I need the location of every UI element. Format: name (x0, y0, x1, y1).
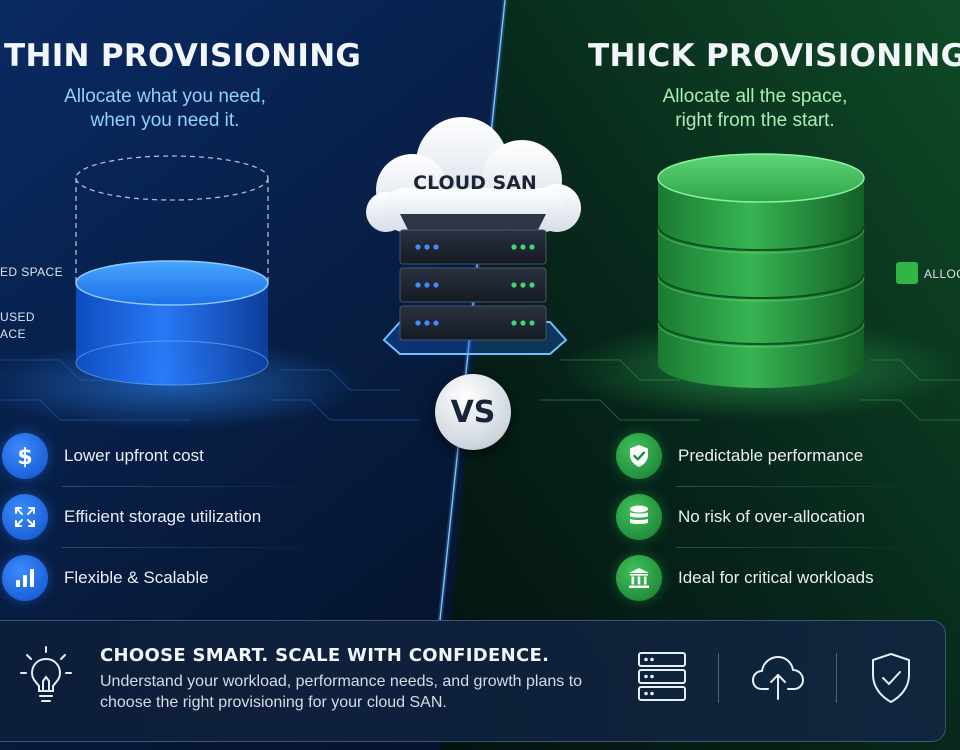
thick-storage-cylinder (657, 153, 865, 388)
thick-feature-list: Predictable performance No risk of over-… (616, 432, 936, 602)
thick-subtitle-line2: right from the start. (675, 110, 835, 131)
vs-badge: VS (435, 374, 511, 450)
cloud-upload-icon (752, 656, 804, 700)
thin-legend-used-line1: USED (0, 310, 35, 324)
thin-subtitle-line1: Allocate what you need, (64, 86, 266, 107)
svg-text:$: $ (17, 445, 32, 468)
divider (718, 653, 719, 703)
divider (676, 547, 936, 548)
bar-chart-icon (2, 555, 48, 601)
shield-check-icon (872, 653, 910, 703)
shield-check-icon (616, 433, 662, 479)
thin-feature-3-label: Flexible & Scalable (64, 568, 209, 587)
thick-subtitle: Allocate all the space, right from the s… (630, 85, 880, 133)
bottom-banner: CHOOSE SMART. SCALE WITH CONFIDENCE. Und… (0, 620, 946, 742)
thick-subtitle-line1: Allocate all the space, (662, 86, 848, 107)
thin-subtitle: Allocate what you need, when you need it… (40, 85, 290, 133)
thin-subtitle-line2: when you need it. (90, 110, 240, 131)
thick-feature-3: Ideal for critical workloads (616, 554, 936, 602)
thin-used-volume (75, 260, 269, 386)
thin-legend-allocated: ED SPACE (0, 265, 63, 279)
thin-legend-used-line2: ACE (0, 327, 26, 341)
thin-legend-used: USED ACE (0, 309, 35, 343)
thin-feature-1-label: Lower upfront cost (64, 446, 204, 465)
thick-allocated-volume (657, 153, 865, 388)
divider (62, 547, 332, 548)
thin-storage-cylinder (75, 155, 269, 386)
thick-feature-2: No risk of over-allocation (616, 493, 936, 541)
thin-feature-3: Flexible & Scalable (2, 554, 332, 602)
bank-icon (616, 555, 662, 601)
banner-title: CHOOSE SMART. SCALE WITH CONFIDENCE. (100, 645, 550, 666)
dollar-icon: $ (2, 433, 48, 479)
divider (836, 653, 837, 703)
thin-feature-list: $ Lower upfront cost Efficient storage u… (2, 432, 332, 602)
cloud-san-label: CLOUD SAN (413, 172, 537, 194)
thick-legend-allocated: ALLOC (924, 267, 960, 281)
cloud-san-illustration (366, 117, 581, 355)
lightbulb-icon (20, 646, 72, 702)
thick-feature-2-label: No risk of over-allocation (678, 507, 866, 526)
banner-body: Understand your workload, performance ne… (100, 673, 583, 711)
database-icon (616, 494, 662, 540)
thick-feature-1-label: Predictable performance (678, 446, 864, 465)
thick-title: THICK PROVISIONING (588, 38, 960, 74)
thick-feature-3-label: Ideal for critical workloads (678, 568, 874, 587)
thin-feature-2: Efficient storage utilization (2, 493, 332, 541)
thick-legend-swatch (896, 262, 918, 284)
thick-feature-1: Predictable performance (616, 432, 936, 480)
thin-unallocated-outline (75, 155, 269, 283)
server-icon (638, 652, 686, 701)
server-rack-icon (399, 214, 547, 341)
divider (676, 486, 936, 487)
thin-title: THIN PROVISIONING (4, 38, 362, 74)
thin-feature-1: $ Lower upfront cost (2, 432, 332, 480)
divider (62, 486, 332, 487)
expand-arrows-icon (2, 494, 48, 540)
thin-feature-2-label: Efficient storage utilization (64, 507, 262, 526)
